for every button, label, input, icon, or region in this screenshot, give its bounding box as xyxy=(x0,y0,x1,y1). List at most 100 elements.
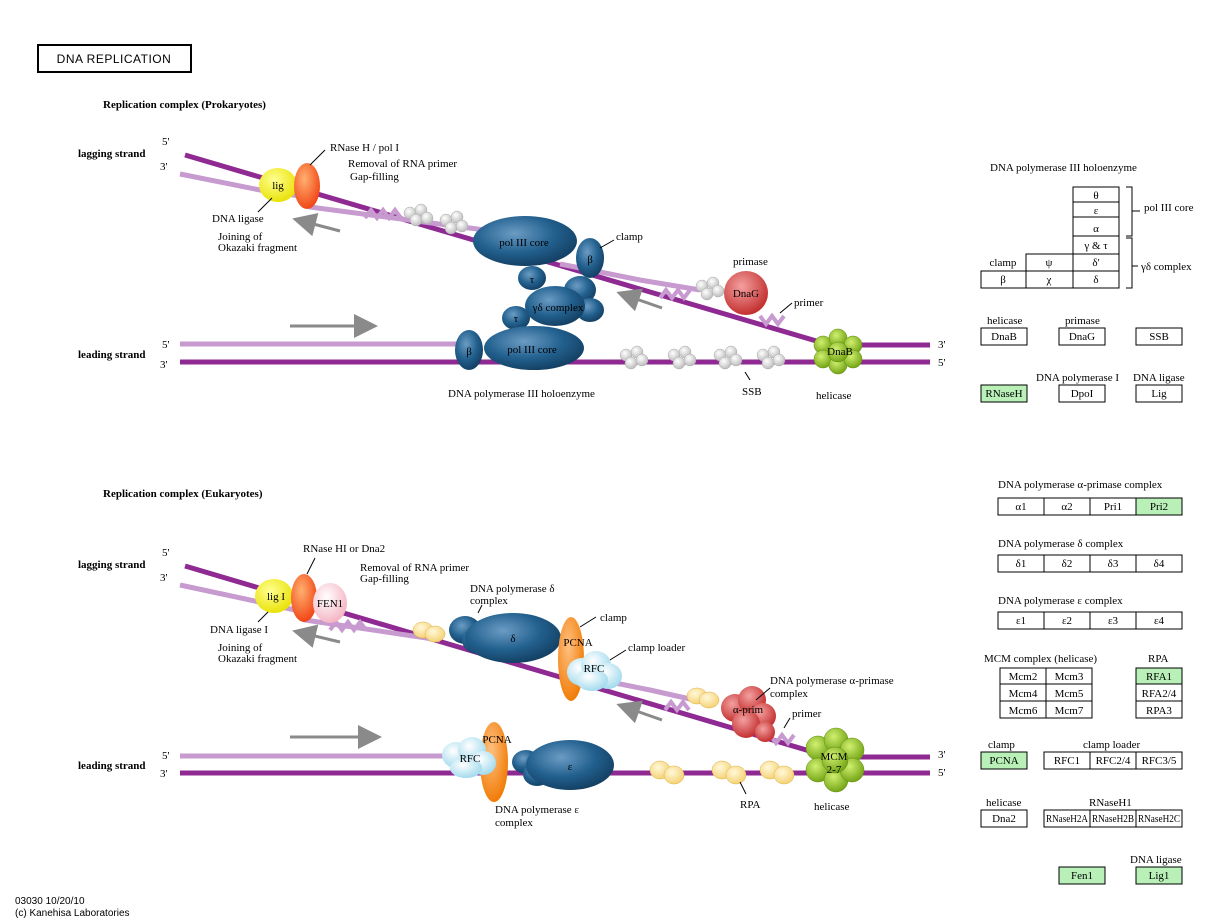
gene-pri2[interactable]: Pri2 xyxy=(1135,497,1183,516)
gene-e4[interactable]: ε4 xyxy=(1135,611,1183,630)
gene-pri1[interactable]: Pri1 xyxy=(1089,497,1137,516)
euk-pol-alpha-primase-protein[interactable]: α-prim xyxy=(721,686,776,742)
gene-delta-label: δ xyxy=(1093,274,1098,286)
gene-psi[interactable]: ψ xyxy=(1025,253,1074,272)
prok-joining-label-2: Okazaki fragment xyxy=(218,242,297,254)
euk-mcm-helicase-protein[interactable]: MCM 2-7 xyxy=(805,727,865,793)
legend-loader-title: clamp loader xyxy=(1083,739,1140,751)
prok-ssb-protein xyxy=(713,345,743,370)
gene-rnaseh2a[interactable]: RNaseH2A xyxy=(1043,809,1091,828)
gene-rfa1-label: RFA1 xyxy=(1146,671,1172,683)
euk-ligase1-protein[interactable]: lig I xyxy=(255,579,293,613)
gene-mcm5[interactable]: Mcm5 xyxy=(1045,683,1093,702)
prok-rnase-h-protein[interactable] xyxy=(294,163,320,209)
gene-rfa1[interactable]: RFA1 xyxy=(1135,667,1183,685)
prok-holoenzyme-label: DNA polymerase III holoenzyme xyxy=(448,388,595,400)
euk-pola-label-1: DNA polymerase α-primase xyxy=(770,675,894,687)
gene-e4-label: ε4 xyxy=(1154,615,1165,627)
euk-rpa-protein xyxy=(759,760,795,785)
euk-rfc-upper-protein[interactable]: RFC xyxy=(567,651,622,691)
gene-rnaseh2b[interactable]: RNaseH2B xyxy=(1089,809,1137,828)
prok-tau-upper-label: τ xyxy=(530,274,535,286)
legend-gd-complex-bracket xyxy=(1126,237,1138,289)
prok-pol3-holoenzyme[interactable]: pol III core τ τ β γδ complex pol III co… xyxy=(455,216,604,370)
euk-fen1-protein[interactable]: FEN1 xyxy=(313,583,347,623)
gene-mcm4[interactable]: Mcm4 xyxy=(999,683,1047,702)
euk-rnase-hi-protein[interactable] xyxy=(291,574,317,622)
gene-rnaseh[interactable]: RNaseH xyxy=(980,384,1028,403)
legend-pol3-core-label: pol III core xyxy=(1144,202,1194,214)
gene-a1[interactable]: α1 xyxy=(997,497,1045,516)
gene-mcm3[interactable]: Mcm3 xyxy=(1045,667,1093,685)
gene-theta[interactable]: θ xyxy=(1072,186,1120,203)
gene-d3-label: δ3 xyxy=(1108,558,1119,570)
gene-mcm5-label: Mcm5 xyxy=(1055,688,1084,700)
euk-pol-delta-protein[interactable]: δ xyxy=(449,613,561,663)
prok-leading-strand-label: leading strand xyxy=(78,349,146,361)
gene-fen1[interactable]: Fen1 xyxy=(1058,866,1106,885)
gene-a2[interactable]: α2 xyxy=(1043,497,1091,516)
gene-mcm3-label: Mcm3 xyxy=(1055,671,1084,683)
gene-dnab-label: DnaB xyxy=(991,331,1017,343)
prok-ssb-protein xyxy=(756,345,786,370)
gene-rfc1[interactable]: RFC1 xyxy=(1043,751,1091,770)
prok-primer-leader-line xyxy=(779,302,793,314)
gene-mcm6[interactable]: Mcm6 xyxy=(999,700,1047,719)
prok-primase-protein[interactable]: DnaG xyxy=(724,271,768,315)
gene-e2[interactable]: ε2 xyxy=(1043,611,1091,630)
gene-d2[interactable]: δ2 xyxy=(1043,554,1091,573)
gene-d1[interactable]: δ1 xyxy=(997,554,1045,573)
prok-helicase-protein[interactable]: DnaB xyxy=(813,328,863,375)
gene-gamma-tau[interactable]: γ & τ xyxy=(1072,235,1120,255)
gene-rnaseh2c[interactable]: RNaseH2C xyxy=(1135,809,1183,828)
gene-d4[interactable]: δ4 xyxy=(1135,554,1183,573)
gene-dnab[interactable]: DnaB xyxy=(980,327,1028,346)
euk-pole-label-2: complex xyxy=(495,817,533,829)
euk-clamp-loader-leader-line xyxy=(609,649,627,661)
euk-rfc-lower-protein[interactable]: RFC xyxy=(442,737,496,778)
euk-delta-label: δ xyxy=(510,633,515,645)
gene-ssb[interactable]: SSB xyxy=(1135,327,1183,346)
euk-rpa-protein xyxy=(649,760,685,785)
gene-mcm2[interactable]: Mcm2 xyxy=(999,667,1047,685)
gene-chi[interactable]: χ xyxy=(1025,270,1074,289)
legend-apc-title: DNA polymerase α-primase complex xyxy=(998,479,1163,491)
gene-lig[interactable]: Lig xyxy=(1135,384,1183,403)
gene-mcm7[interactable]: Mcm7 xyxy=(1045,700,1093,719)
gene-beta[interactable]: β xyxy=(980,270,1027,289)
gene-dna2-label: Dna2 xyxy=(992,813,1016,825)
gene-rnaseh-label: RNaseH xyxy=(985,388,1022,400)
gene-alpha[interactable]: α xyxy=(1072,216,1120,237)
gene-dpoi-label: DpoI xyxy=(1071,388,1094,400)
gene-pcna[interactable]: PCNA xyxy=(980,751,1028,770)
prok-dnag-label: DnaG xyxy=(733,288,759,300)
euk-primer-leader-line xyxy=(783,717,791,729)
prok-lag-3-label: 3' xyxy=(160,161,168,173)
gene-lig1[interactable]: Lig1 xyxy=(1135,866,1183,885)
prok-lead-5-label: 5' xyxy=(162,339,170,351)
gene-a1-label: α1 xyxy=(1015,501,1026,513)
gene-rpa3[interactable]: RPA3 xyxy=(1135,700,1183,719)
prok-dna-ligase-protein[interactable]: lig xyxy=(259,168,297,202)
gene-dpoi[interactable]: DpoI xyxy=(1058,384,1106,403)
gene-rfa24[interactable]: RFA2/4 xyxy=(1135,683,1183,702)
gene-e3[interactable]: ε3 xyxy=(1089,611,1137,630)
euk-pcna-upper-label: PCNA xyxy=(563,637,592,649)
gene-delta-prime[interactable]: δ' xyxy=(1072,253,1120,272)
gene-d3[interactable]: δ3 xyxy=(1089,554,1137,573)
prok-pol3-core-upper-label: pol III core xyxy=(499,237,549,249)
legend-clamp-label: clamp xyxy=(990,257,1017,269)
euk-rfc-upper-label: RFC xyxy=(584,663,605,675)
gene-dnag[interactable]: DnaG xyxy=(1058,327,1106,346)
gene-delta[interactable]: δ xyxy=(1072,270,1120,289)
euk-pol-epsilon-protein[interactable]: ε xyxy=(512,740,614,790)
gene-dna2[interactable]: Dna2 xyxy=(980,809,1028,828)
gene-e1[interactable]: ε1 xyxy=(997,611,1045,630)
gene-e2-label: ε2 xyxy=(1062,615,1072,627)
map-title-box[interactable]: DNA REPLICATION xyxy=(37,44,192,73)
prok-helicase-label: helicase xyxy=(816,390,852,402)
gene-rnaseh2a-label: RNaseH2A xyxy=(1046,813,1088,825)
gene-rfc35[interactable]: RFC3/5 xyxy=(1135,751,1183,770)
gene-rfc24[interactable]: RFC2/4 xyxy=(1089,751,1137,770)
gene-epsilon[interactable]: ε xyxy=(1072,201,1120,218)
